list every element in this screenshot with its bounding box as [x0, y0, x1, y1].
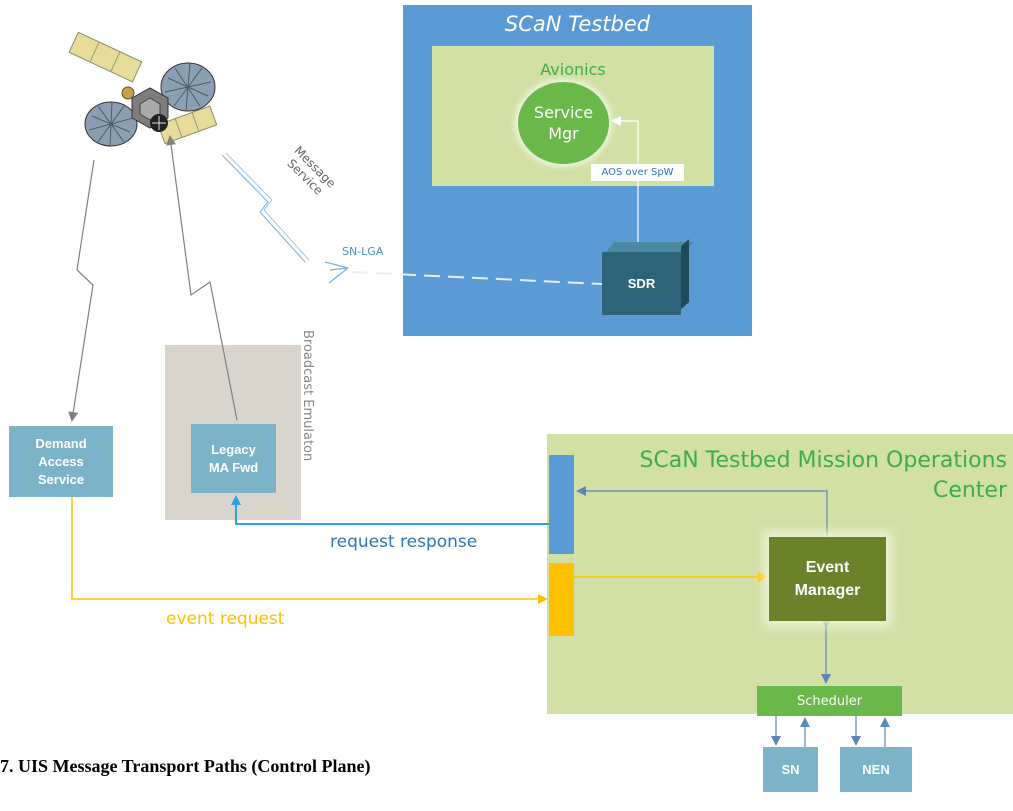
sn-lga-dashed-link	[351, 271, 603, 285]
aos-over-spw-label: AOS over SpW	[591, 164, 684, 181]
figure-caption: 7. UIS Message Transport Paths (Control …	[0, 756, 371, 776]
moc-title: SCaN Testbed Mission Operations Center	[560, 446, 1007, 506]
downlink-arrow	[68, 159, 95, 422]
scan-testbed-title: SCaN Testbed	[504, 12, 651, 36]
sn-box: SN	[763, 747, 818, 792]
aos-connector	[611, 116, 639, 242]
event-request-arrow	[71, 497, 548, 604]
event-request-label: event request	[166, 609, 285, 629]
demand-access-service-box: Demand Access Service	[9, 426, 113, 497]
event-manager-line2: Manager	[794, 582, 861, 599]
event-manager-line1: Event	[805, 559, 850, 576]
moc-response-arrow	[576, 486, 828, 537]
legacy-line1: Legacy	[211, 441, 256, 457]
sn-lga-label: SN-LGA	[342, 245, 384, 258]
sn-lga-antenna-icon	[324, 261, 349, 284]
request-response-label: request response	[330, 532, 478, 552]
message-service-link	[221, 154, 306, 263]
sdr-node: SDR	[602, 252, 681, 315]
request-port	[549, 563, 574, 636]
legacy-line2: MA Fwd	[208, 459, 259, 475]
avionics-title: Avionics	[540, 60, 606, 79]
demand-line3: Service	[37, 471, 85, 487]
uplink-arrow	[166, 135, 238, 421]
service-mgr-node: Service Mgr	[518, 82, 609, 164]
sdr-label: SDR	[627, 276, 656, 291]
nen-box: NEN	[840, 747, 912, 792]
request-response-arrow	[231, 495, 549, 525]
scheduler-box: Scheduler	[757, 686, 902, 716]
service-mgr-label-line2: Mgr	[548, 124, 579, 143]
service-mgr-label-line1: Service	[533, 103, 594, 122]
response-port	[549, 455, 574, 554]
demand-line2: Access	[38, 453, 84, 469]
legacy-ma-fwd-box: Legacy MA Fwd	[191, 424, 276, 493]
moc-title-line1: SCaN Testbed Mission Operations	[639, 448, 1007, 473]
event-manager-box: Event Manager	[769, 537, 886, 621]
demand-line1: Demand	[35, 435, 87, 451]
moc-title-line2: Center	[932, 478, 1007, 503]
